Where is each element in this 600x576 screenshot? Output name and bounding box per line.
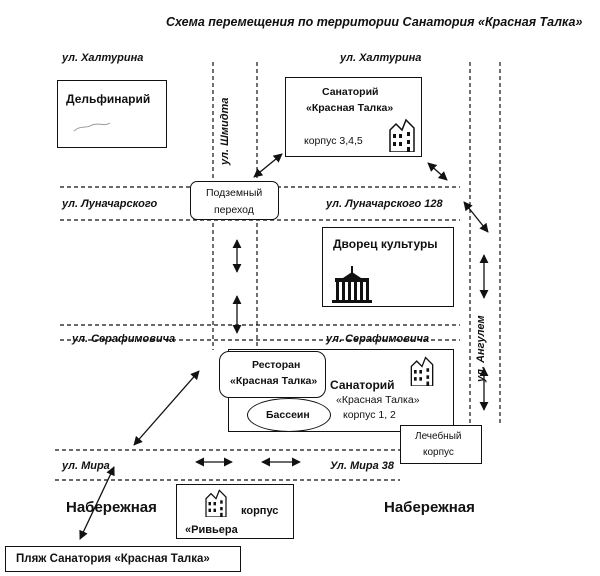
sanatorium-main-label: Санаторий bbox=[330, 378, 395, 392]
street-khalturina-right: ул. Халтурина bbox=[340, 52, 422, 64]
palace-icon bbox=[332, 266, 372, 303]
street-khalturina-left: ул. Халтурина bbox=[62, 52, 144, 64]
beach-label: Пляж Санатория «Красная Талка» bbox=[16, 553, 210, 565]
palace-of-culture-box[interactable]: Дворец культуры bbox=[322, 227, 454, 307]
restaurant-line2: «Красная Талка» bbox=[230, 375, 318, 387]
street-mira-left: ул. Мира bbox=[62, 460, 110, 472]
arrow-lunacharskogo-angulem bbox=[463, 201, 489, 233]
sanatorium-top-line2: «Красная Талка» bbox=[306, 102, 394, 114]
dolphin-sketch-icon bbox=[73, 122, 111, 132]
restaurant-line1: Ресторан bbox=[252, 359, 301, 371]
street-serafimovicha-right: ул. Серафимовича bbox=[326, 333, 430, 345]
embankment-left: Набережная bbox=[66, 499, 157, 516]
street-shmidta: ул. Шмидта bbox=[219, 97, 231, 165]
arrow-restaurant-diagonal bbox=[133, 370, 200, 446]
sanatorium-korpus-345-box[interactable]: Санаторий «Красная Талка» корпус 3,4,5 bbox=[285, 77, 422, 157]
arrow-sanatorium-angulem bbox=[427, 162, 448, 181]
palace-label: Дворец культуры bbox=[333, 237, 438, 251]
korpus-345-label: корпус 3,4,5 bbox=[304, 135, 363, 147]
underpass-line2: переход bbox=[214, 204, 254, 216]
medical-line1: Лечебный bbox=[415, 431, 462, 442]
street-angulem: ул. Ангулем bbox=[475, 315, 487, 382]
medical-korpus-box[interactable]: Лечебный корпус bbox=[400, 425, 482, 464]
riviera-box[interactable]: корпус «Ривьера bbox=[176, 484, 294, 539]
street-lunacharskogo-left: ул. Луначарского bbox=[62, 198, 158, 210]
medical-line2: корпус bbox=[423, 447, 454, 458]
street-serafimovicha-left: ул. Серафимовича bbox=[72, 333, 176, 345]
pool-label: Бассеин bbox=[266, 409, 310, 421]
underpass-line1: Подземный bbox=[206, 187, 263, 199]
dolphinarium-box[interactable]: Дельфинарий bbox=[57, 80, 167, 148]
map-title: Схема перемещения по территории Санатори… bbox=[166, 15, 583, 29]
riviera-name-label: «Ривьера bbox=[185, 524, 238, 536]
riviera-korpus-label: корпус bbox=[241, 505, 279, 517]
building-icon bbox=[389, 118, 415, 152]
korpus-12-label: корпус 1, 2 bbox=[343, 409, 396, 421]
street-lunacharskogo-right: ул. Луначарского 128 bbox=[326, 198, 443, 210]
arrow-beach-diagonal bbox=[79, 466, 115, 540]
sanatorium-main-line2: «Красная Талка» bbox=[336, 394, 420, 406]
underpass-box[interactable]: Подземный переход bbox=[190, 181, 279, 220]
building-icon bbox=[410, 356, 434, 386]
dolphinarium-label: Дельфинарий bbox=[66, 92, 151, 106]
restaurant-box[interactable]: Ресторан «Красная Талка» bbox=[219, 351, 326, 398]
pool-ellipse[interactable]: Бассеин bbox=[247, 398, 331, 432]
building-icon bbox=[205, 489, 227, 517]
sanatorium-top-line1: Санаторий bbox=[322, 86, 379, 98]
beach-box[interactable]: Пляж Санатория «Красная Талка» bbox=[5, 546, 241, 572]
embankment-right: Набережная bbox=[384, 499, 475, 516]
arrow-underpass-sanatorium bbox=[253, 153, 283, 178]
street-mira-right: Ул. Мира 38 bbox=[330, 460, 394, 472]
